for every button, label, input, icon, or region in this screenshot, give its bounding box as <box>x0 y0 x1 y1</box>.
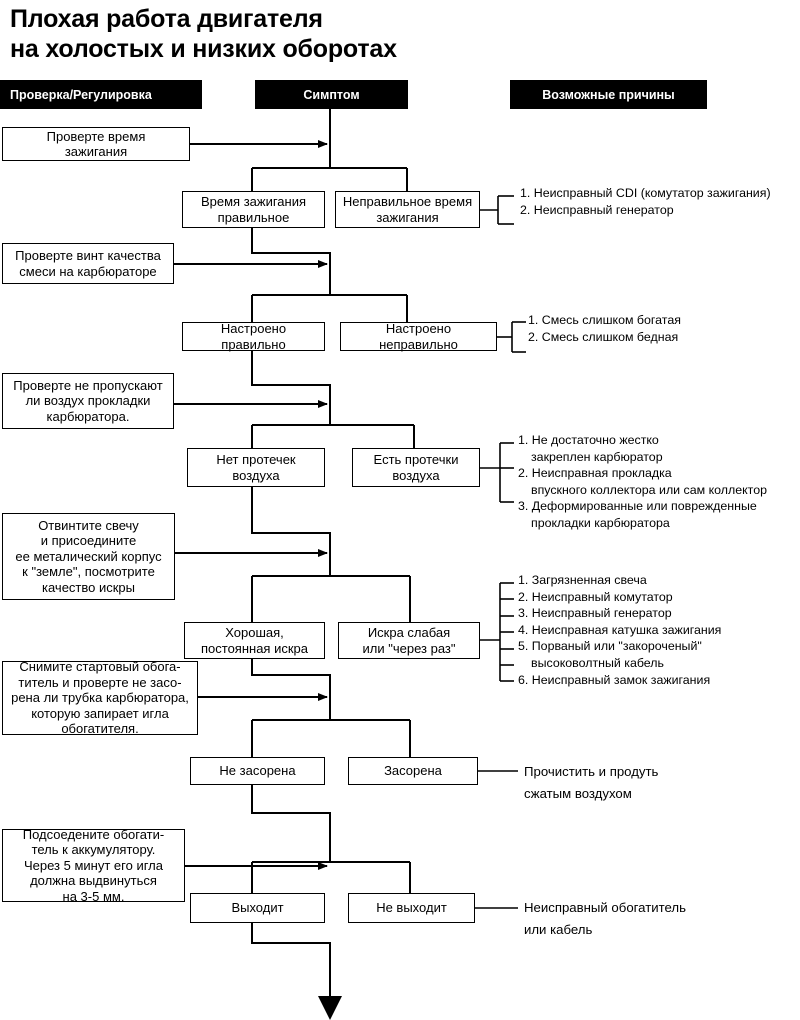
symptom-box-needle-notout[interactable]: Не выходит <box>348 893 475 923</box>
cause-item: 1. Смесь слишком богатая <box>528 313 681 327</box>
check-box-battery[interactable]: Подсоедените обогати-тель к аккумулятору… <box>2 826 185 904</box>
cause-item: 2. Неисправная прокладка <box>518 466 672 481</box>
symptom-label: Не засорена <box>219 763 296 779</box>
column-header-symptom: Симптом <box>255 80 408 109</box>
check-box-choke[interactable]: Снимите стартовый обога-титель и проверт… <box>2 659 198 737</box>
cause-list-tube: Прочистить и продуть сжатым воздухом <box>524 761 658 805</box>
cause-item: высоковолтный кабель <box>531 655 664 670</box>
page-title: Плохая работа двигателя на холостых и ни… <box>10 4 770 64</box>
symptom-box-tube-clogged[interactable]: Засорена <box>348 757 478 785</box>
symptom-box-tube-clean[interactable]: Не засорена <box>190 757 325 785</box>
symptom-box-mix-bad[interactable]: Настроено неправильно <box>340 321 497 352</box>
cause-item: Прочистить и продуть <box>524 764 659 779</box>
symptom-label: Выходит <box>231 900 284 916</box>
check-box-battery-label: Подсоедените обогати-тель к аккумулятору… <box>22 826 165 904</box>
symptom-label: Настроено правильно <box>220 321 287 352</box>
cause-item: 3. Деформированные или поврежденные <box>518 499 757 514</box>
cause-list-timing: 1. Неисправный CDI (комутатор зажигания)… <box>520 185 771 218</box>
cause-item: 1. Не достаточно жестко <box>518 433 659 447</box>
cause-list-mix: 1. Смесь слишком богатая 2. Смесь слишком… <box>528 312 681 345</box>
cause-item: 1. Загрязненная свеча <box>518 573 647 587</box>
cause-item: 2. Неисправный комутатор <box>518 589 673 604</box>
cause-item: 4. Неисправная катушка зажигания <box>518 622 722 637</box>
cause-item: 2. Неисправный генератор <box>520 202 674 217</box>
title-line-1: Плохая работа двигателя <box>10 5 323 33</box>
symptom-box-mix-ok[interactable]: Настроено правильно <box>182 321 325 352</box>
cause-item: 6. Неисправный замок зажигания <box>518 672 711 687</box>
cause-item: сжатым воздухом <box>524 786 632 801</box>
column-header-causes: Возможные причины <box>510 80 707 109</box>
symptom-box-spark-good[interactable]: Хорошая,постоянная искра <box>184 622 325 659</box>
cause-item: впускного коллектора или сам коллектор <box>531 482 767 497</box>
symptom-label: Не выходит <box>376 900 447 916</box>
check-box-choke-label: Снимите стартовый обога-титель и проверт… <box>11 659 189 737</box>
cause-item: 2. Смесь слишком бедная <box>528 329 679 344</box>
cause-item: или кабель <box>524 922 593 937</box>
cause-item: Неисправный обогатитель <box>524 900 686 915</box>
cause-item: 1. Неисправный CDI (комутатор зажигания) <box>520 186 771 200</box>
title-line-2: на холостых и низких оборотах <box>10 35 397 63</box>
cause-item: 5. Порваный или "закороченый" <box>518 639 702 654</box>
cause-list-spark: 1. Загрязненная свеча 2. Неисправный кому… <box>518 572 721 688</box>
cause-item: 3. Неисправный генератор <box>518 606 672 621</box>
flow-end-arrow <box>318 996 342 1020</box>
cause-item: прокладки карбюратора <box>531 515 670 530</box>
symptom-label: Хорошая,постоянная искра <box>201 625 308 656</box>
cause-list-leak: 1. Не достаточно жестко закреплен карбюра… <box>518 432 767 532</box>
symptom-box-needle-out[interactable]: Выходит <box>190 893 325 923</box>
symptom-label: Засорена <box>384 763 442 779</box>
symptom-label: Настроено неправильно <box>379 321 458 352</box>
column-header-check: Проверка/Регулировка <box>0 80 202 109</box>
cause-list-needle: Неисправный обогатитель или кабель <box>524 897 686 941</box>
cause-item: закреплен карбюратор <box>531 449 663 464</box>
